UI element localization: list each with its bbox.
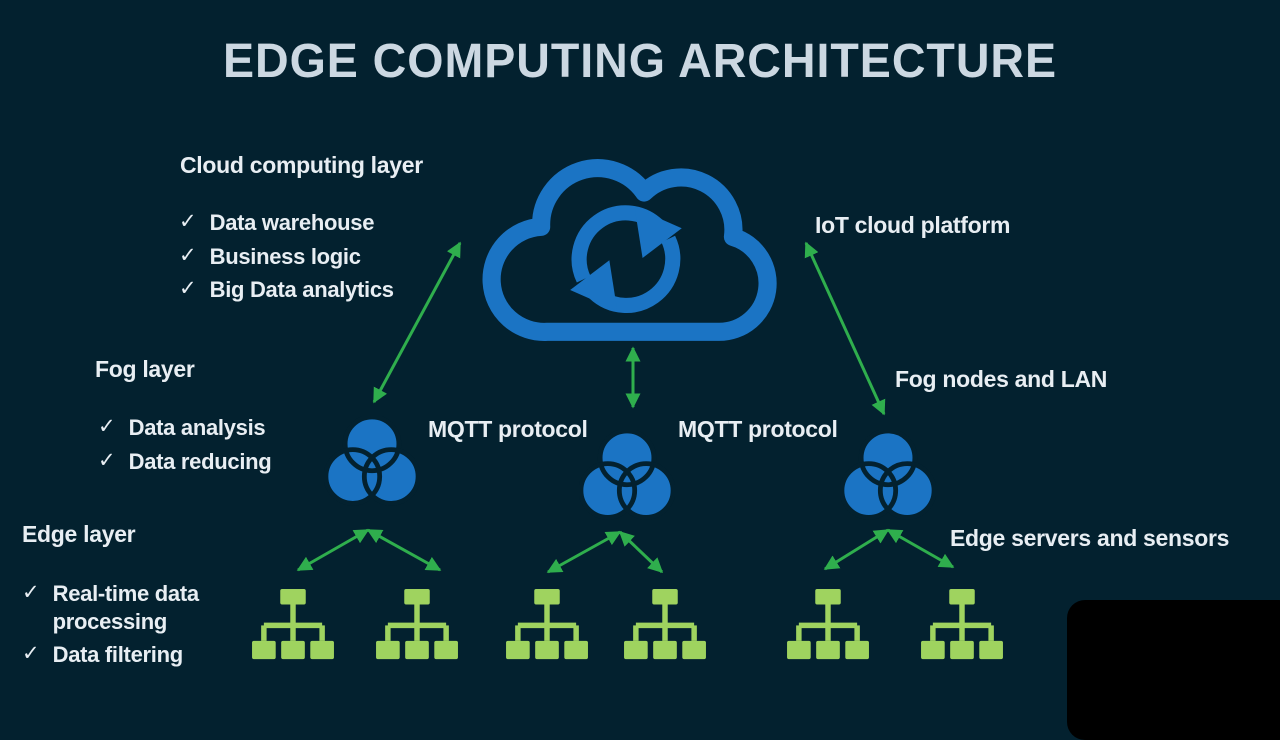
list-item: ✓ Real-time data processing [22, 581, 199, 634]
device-tree-icon [921, 589, 1003, 660]
right-fog-to-tree5-arrow [823, 528, 890, 571]
fog-node-icon [324, 416, 420, 506]
fog-layer-heading: Fog layer [95, 356, 195, 382]
list-item: ✓ Data analysis [98, 415, 266, 440]
edge-computing-diagram: EDGE COMPUTING ARCHITECTURE [22, 35, 1280, 740]
device-tree-icon [787, 589, 869, 660]
fog-nodes-lan-label: Fog nodes and LAN [895, 366, 1108, 392]
device-tree-icon [624, 589, 706, 660]
middle-fog-to-tree4-arrow [618, 530, 664, 574]
edge-layer-checklist: ✓ Real-time data processing ✓ Data filte… [22, 580, 223, 669]
check-icon: ✓ [179, 243, 197, 267]
middle-fog-to-tree3-arrow [546, 530, 622, 574]
cloud-sync-icon [482, 159, 777, 341]
list-item: ✓ Big Data analytics [179, 277, 394, 302]
list-item: ✓ Data warehouse [179, 210, 375, 235]
device-tree-icon [506, 589, 588, 660]
device-tree-icon [252, 589, 334, 660]
edge-layer-heading: Edge layer [22, 521, 136, 547]
right-fog-to-tree6-arrow [886, 528, 955, 569]
check-icon: ✓ [179, 277, 197, 300]
left-fog-to-tree1-arrow [296, 528, 370, 572]
page-title: EDGE COMPUTING ARCHITECTURE [222, 35, 1058, 88]
mqtt-protocol-label-left: MQTT protocol [428, 416, 588, 442]
fog-node-icon [840, 430, 936, 520]
cloud-to-right-fog-arrow [804, 241, 886, 416]
fog-layer-checklist: ✓ Data analysis ✓ Data reducing [98, 414, 272, 475]
blackout-box [1067, 600, 1280, 740]
list-item: ✓ Business logic [179, 243, 361, 269]
check-icon: ✓ [98, 448, 116, 472]
check-icon: ✓ [179, 210, 197, 233]
connection-arrows [296, 241, 955, 574]
fog-node-icon [579, 430, 675, 520]
edge-servers-sensors-label: Edge servers and sensors [950, 525, 1230, 551]
mqtt-protocol-label-right: MQTT protocol [678, 416, 838, 442]
iot-cloud-platform-label: IoT cloud platform [815, 212, 1011, 238]
cloud-to-left-fog-arrow [372, 241, 462, 404]
check-icon: ✓ [98, 415, 116, 438]
sync-arrows-glyph [570, 205, 682, 313]
left-fog-to-tree2-arrow [366, 528, 442, 572]
list-item: ✓ Data filtering [22, 642, 183, 667]
cloud-layer-checklist: ✓ Data warehouse ✓ Business logic ✓ Big … [179, 209, 394, 304]
check-icon: ✓ [22, 642, 40, 665]
cloud-layer-heading: Cloud computing layer [180, 152, 423, 178]
device-tree-icon [376, 589, 458, 660]
list-item: ✓ Data reducing [98, 448, 272, 474]
check-icon: ✓ [22, 581, 40, 604]
